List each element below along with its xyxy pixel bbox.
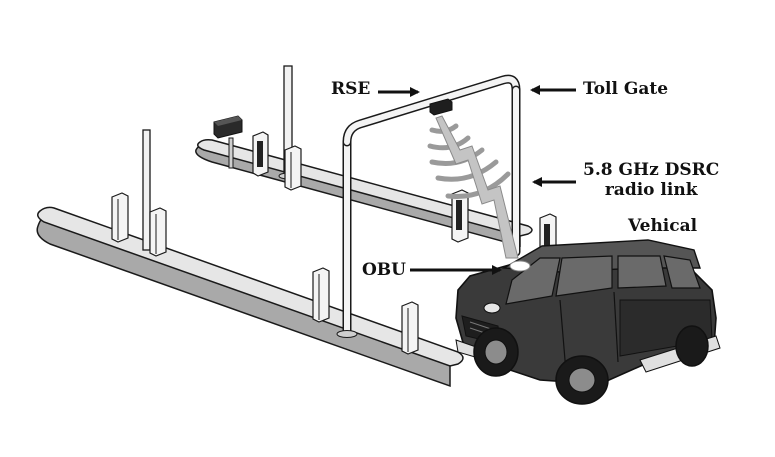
camera-sign — [213, 115, 243, 169]
back-detector-post-1 — [252, 131, 269, 177]
back-post-2 — [284, 145, 302, 191]
front-post-2 — [149, 207, 167, 257]
dsrc-label-line-1: 5.8 GHz DSRC — [583, 160, 720, 180]
back-detector-post-3 — [451, 189, 469, 243]
back-island — [195, 139, 533, 247]
toll-gantry — [336, 74, 521, 338]
rse-label: RSE — [331, 79, 371, 99]
label-arrows — [378, 85, 576, 275]
obu-label: OBU — [362, 260, 407, 280]
radio-link-beam — [435, 115, 519, 259]
front-post-3 — [312, 267, 330, 323]
toll-gate-label: Toll Gate — [583, 79, 669, 99]
rse-antenna — [429, 98, 453, 116]
front-post-1 — [111, 192, 129, 243]
dsrc-radio-link-label: 5.8 GHz DSRC radio link — [583, 160, 720, 200]
vehicle — [455, 239, 721, 405]
front-post-4 — [401, 301, 419, 355]
front-tall-pole — [142, 129, 151, 251]
vehicle-label: Vehical — [628, 216, 698, 236]
front-island — [36, 206, 464, 388]
dsrc-label-line-2: radio link — [604, 179, 698, 200]
